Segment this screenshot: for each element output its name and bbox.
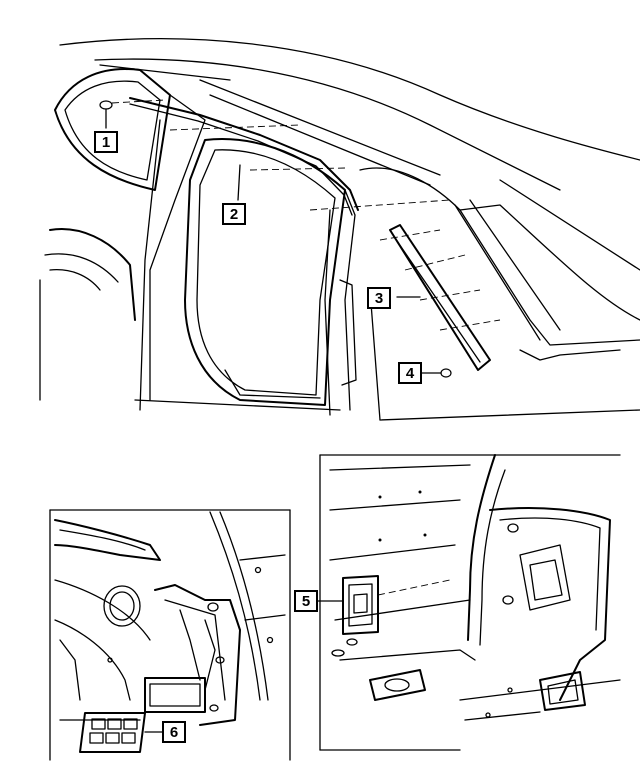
callout-3: 3: [367, 287, 391, 309]
part-3-pillar-molding: [309, 199, 501, 371]
callout-4: 4: [398, 362, 422, 384]
callout-2: 2: [222, 203, 246, 225]
part-4-clip: [421, 368, 452, 378]
quarter-panel-vent-view: [49, 509, 291, 761]
part-6-vent-grille: [79, 712, 163, 753]
callout-6: 6: [162, 721, 186, 743]
vehicle-rear-side-view: [39, 38, 640, 421]
part-5-pocket: [317, 575, 451, 635]
part-2-roof-molding: [129, 97, 359, 216]
cargo-area-view: [319, 454, 621, 751]
part-1-clip: [99, 99, 166, 129]
callout-1: 1: [94, 131, 118, 153]
callout-5: 5: [294, 590, 318, 612]
